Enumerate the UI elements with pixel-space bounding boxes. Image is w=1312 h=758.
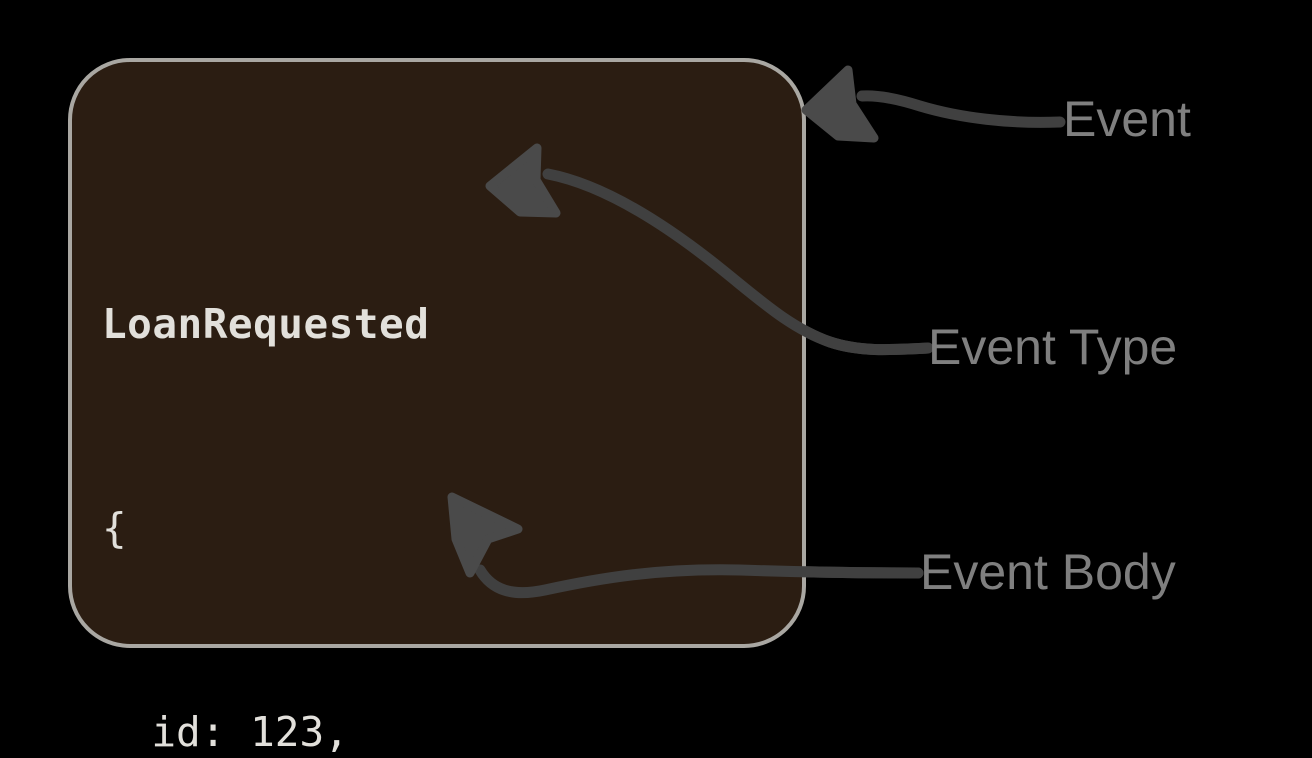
event-body-line-1: id: 123, — [102, 708, 349, 756]
annotation-label-event: Event — [1063, 91, 1191, 147]
event-arrowhead-icon — [801, 65, 879, 143]
event-code-block: LoanRequested { id: 123, amount: 100, bo… — [102, 154, 670, 758]
event-connector-line — [856, 90, 1066, 128]
annotation-label-event-body: Event Body — [920, 544, 1176, 600]
event-card: LoanRequested { id: 123, amount: 100, bo… — [68, 58, 806, 756]
event-body-line-0: { — [102, 504, 127, 552]
event-type-text: LoanRequested — [102, 300, 430, 348]
annotation-label-event-type: Event Type — [928, 319, 1178, 375]
